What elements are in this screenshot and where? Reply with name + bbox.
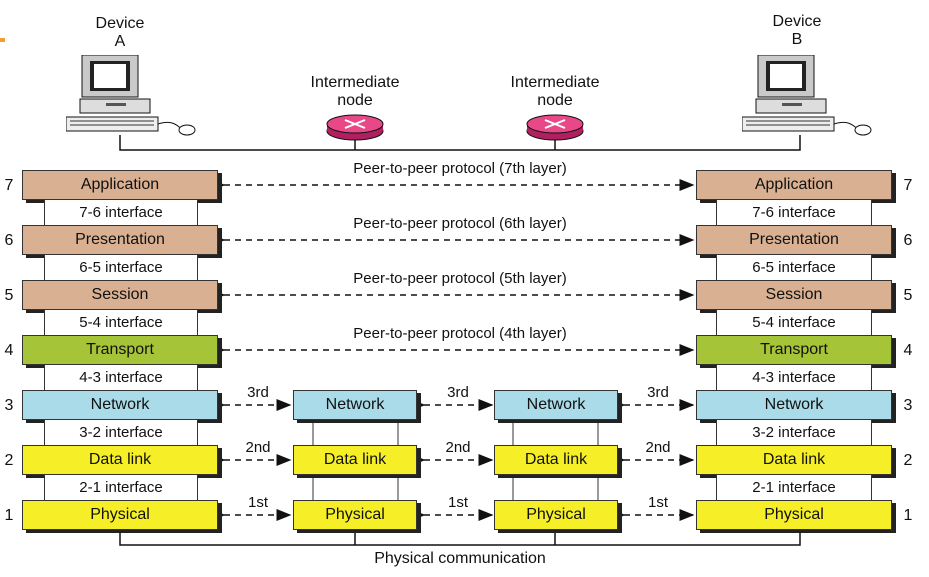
node2-datalink: Data link [494,445,618,475]
interface-7-6-b: 7-6 interface [716,200,872,225]
computer-icon [66,55,196,136]
layer-number: 7 [903,177,913,194]
layer-number: 6 [903,232,913,249]
router-icon [526,114,584,141]
node1-datalink: Data link [293,445,417,475]
protocol-label-l4: Peer-to-peer protocol (4th layer) [353,325,567,342]
layer-transport-b: Transport [696,335,892,365]
device-a-title: Device [95,15,145,32]
layer-physical-a: Physical [22,500,218,530]
node2-physical: Physical [494,500,618,530]
layer-number: 3 [903,397,913,414]
hop-label: 1st [647,494,668,511]
router-icon [326,114,384,141]
layer-session-b: Session [696,280,892,310]
layer-datalink-a: Data link [22,445,218,475]
node1-network: Network [293,390,417,420]
layer-physical-b: Physical [696,500,892,530]
protocol-label-l5: Peer-to-peer protocol (5th layer) [353,270,567,287]
interface-2-1-b: 2-1 interface [716,475,872,500]
layer-application-b: Application [696,170,892,200]
hop-label: 3rd [647,384,669,401]
hop-label: 2nd [245,439,271,456]
layer-transport-a: Transport [22,335,218,365]
layer-session-a: Session [22,280,218,310]
layer-presentation-a: Presentation [22,225,218,255]
interface-6-5-b: 6-5 interface [716,255,872,280]
interface-4-3-a: 4-3 interface [44,365,198,390]
device-b-title: Device [772,13,822,30]
layer-number: 4 [903,342,913,359]
interface-5-4-b: 5-4 interface [716,310,872,335]
interface-2-1-a: 2-1 interface [44,475,198,500]
node2-network: Network [494,390,618,420]
node1-sub: node [337,92,373,109]
protocol-label-l7: Peer-to-peer protocol (7th layer) [353,160,567,177]
node2-sub: node [537,92,573,109]
layer-number: 1 [903,507,913,524]
layer-number: 5 [903,287,913,304]
layer-number: 2 [4,452,14,469]
layer-number: 1 [4,507,14,524]
layer-number: 4 [4,342,14,359]
layer-number: 5 [4,287,14,304]
protocol-label-l6: Peer-to-peer protocol (6th layer) [353,215,567,232]
hop-label: 3rd [247,384,269,401]
hop-label: 2nd [445,439,471,456]
layer-datalink-b: Data link [696,445,892,475]
hop-label: 1st [447,494,468,511]
physical-line [119,530,801,546]
node2-title: Intermediate [510,74,600,91]
device-a-sub: A [114,33,126,50]
device-b-sub: B [791,31,803,48]
layer-number: 3 [4,397,14,414]
layer-number: 7 [4,177,14,194]
hop-label: 3rd [447,384,469,401]
layer-number: 2 [903,452,913,469]
device-bus-line [119,135,801,151]
physical-communication-label: Physical communication [374,550,546,567]
node1-title: Intermediate [310,74,400,91]
layer-presentation-b: Presentation [696,225,892,255]
corner-mark [0,38,5,42]
layer-network-b: Network [696,390,892,420]
interface-7-6-a: 7-6 interface [44,200,198,225]
layer-application-a: Application [22,170,218,200]
layer-number: 6 [4,232,14,249]
interface-5-4-a: 5-4 interface [44,310,198,335]
node1-physical: Physical [293,500,417,530]
interface-3-2-b: 3-2 interface [716,420,872,445]
interface-4-3-b: 4-3 interface [716,365,872,390]
layer-network-a: Network [22,390,218,420]
interface-6-5-a: 6-5 interface [44,255,198,280]
computer-icon [742,55,872,136]
hop-label: 2nd [645,439,671,456]
interface-3-2-a: 3-2 interface [44,420,198,445]
hop-label: 1st [247,494,268,511]
